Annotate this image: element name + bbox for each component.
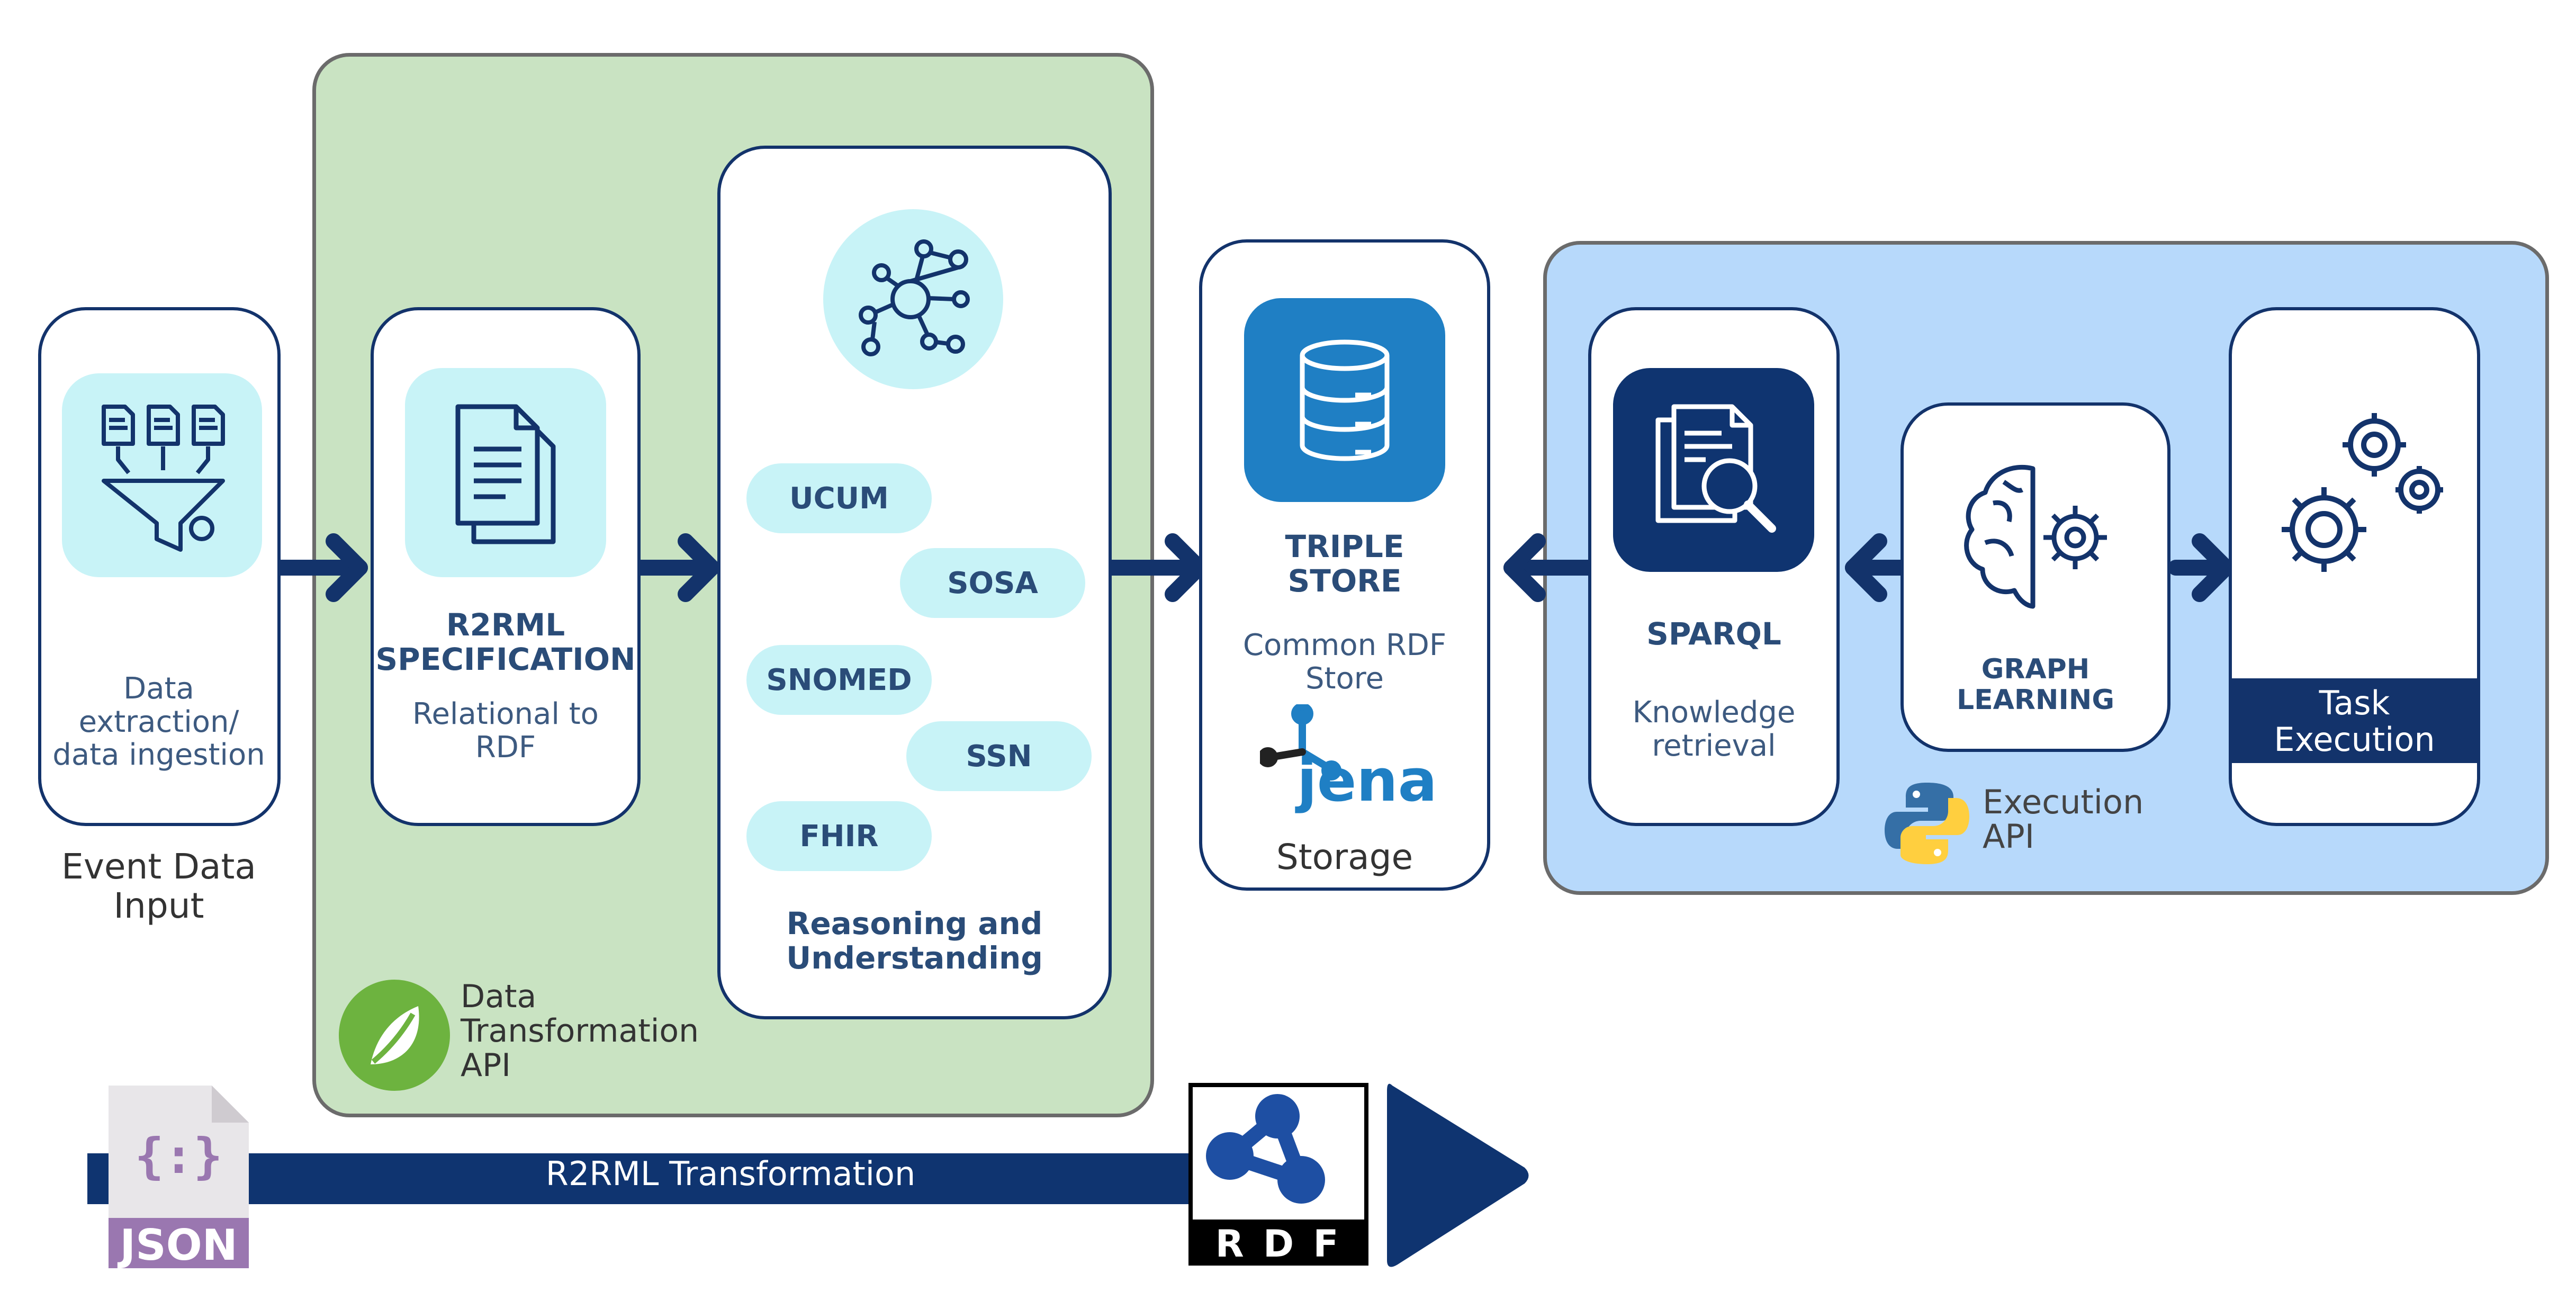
ontology-ucum: UCUM xyxy=(746,463,932,533)
rdf-logo: R D F xyxy=(1188,1083,1368,1266)
knowledge-graph-icon xyxy=(859,239,970,356)
ontology-fhir: FHIR xyxy=(746,801,932,871)
data-ingestion-label: Data extraction/ data ingestion xyxy=(52,671,265,773)
jena-logo-icon xyxy=(1260,704,1341,781)
reasoning-title: Reasoning and Understanding xyxy=(786,905,1043,976)
event-data-input-caption: Event Data Input xyxy=(61,846,256,926)
document-icon xyxy=(455,404,556,544)
document-icon-tile xyxy=(405,368,606,577)
r2rml-description: Relational to RDF xyxy=(412,697,599,765)
triple-store-description: Common RDF Store xyxy=(1242,628,1447,696)
json-glyph: {:} xyxy=(134,1128,223,1185)
r2rml-transformation-bar xyxy=(87,1153,1241,1204)
rdf-label: R D F xyxy=(1215,1222,1342,1266)
graph-learning-title: GRAPH LEARNING xyxy=(1956,653,2114,716)
ontology-sosa: SOSA xyxy=(900,548,1085,618)
graph-learning-box xyxy=(1901,402,2170,752)
search-document-icon-tile xyxy=(1613,368,1814,572)
python-logo-icon xyxy=(1885,783,1969,864)
r2rml-transformation-label: R2RML Transformation xyxy=(545,1154,916,1193)
spring-logo-icon xyxy=(339,980,450,1091)
task-execution-banner xyxy=(2232,678,2477,763)
r2rml-title: R2RML SPECIFICATION xyxy=(375,607,636,677)
sparql-title: SPARQL xyxy=(1646,616,1781,652)
gears-icon xyxy=(2282,413,2443,572)
play-arrow-icon xyxy=(1387,1083,1529,1267)
triple-store-title: TRIPLE STORE xyxy=(1285,528,1404,599)
knowledge-graph-icon-circle xyxy=(823,209,1003,389)
json-file-icon: {:} JSON xyxy=(109,1086,249,1270)
task-execution-box xyxy=(2229,307,2480,826)
sparql-description: Knowledge retrieval xyxy=(1632,695,1796,763)
ingestion-icon-tile xyxy=(62,373,262,577)
rdf-molecule-icon xyxy=(1206,1094,1325,1204)
search-document-icon xyxy=(1655,404,1776,533)
transformation-api-label: Data Transformation API xyxy=(461,978,699,1084)
execution-api-label: Execution API xyxy=(1983,783,2144,856)
funnel-filter-icon xyxy=(102,404,225,552)
json-label: JSON xyxy=(120,1221,238,1270)
jena-logo: jena xyxy=(1260,704,1437,826)
storage-caption: Storage xyxy=(1276,837,1413,877)
brain-gear-icon xyxy=(1964,464,2107,609)
database-icon xyxy=(1300,339,1390,461)
task-execution-title: Task Execution xyxy=(2274,684,2435,759)
jena-wordmark: jena xyxy=(1297,747,1437,814)
database-icon-tile xyxy=(1244,298,1445,502)
ontology-ssn: SSN xyxy=(906,721,1092,791)
ontology-snomed: SNOMED xyxy=(746,645,932,715)
